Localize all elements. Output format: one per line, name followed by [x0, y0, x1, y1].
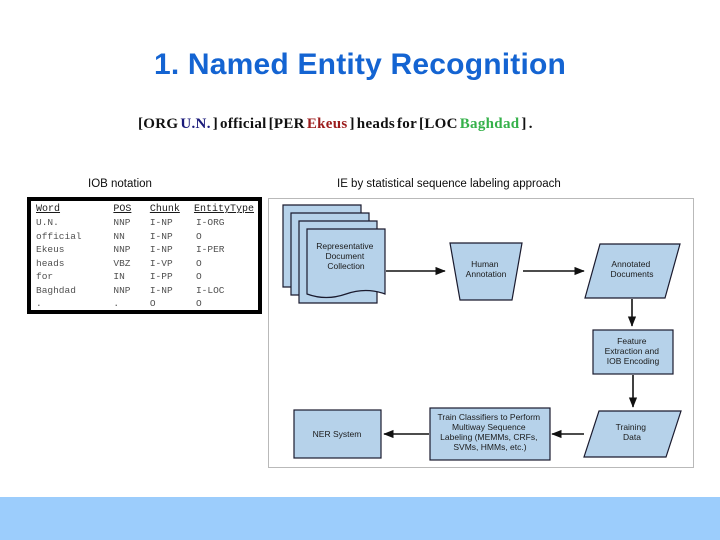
table-cell-chunk: O	[149, 298, 156, 309]
table-cell-entitytype: O	[195, 230, 202, 242]
node-label-line: Human	[471, 259, 499, 269]
table-cell-chunk: I-VP	[149, 257, 173, 269]
table-row: Ekeus NNP I-NP I-PER	[36, 243, 258, 257]
table-row: for IN I-PP O	[36, 270, 258, 284]
node-label-line: Collection	[327, 261, 365, 271]
sentence-token: [LOC	[419, 116, 458, 132]
table-cell-entitytype: I-PER	[195, 244, 225, 255]
table-row: official NN I-NP O	[36, 230, 258, 244]
node-train-classifiers: Train Classifiers to Perform Multiway Se…	[429, 407, 551, 461]
node-label-line: Representative	[316, 241, 373, 251]
ie-pipeline-panel: Representative Document Collection Human…	[268, 198, 694, 468]
node-label-line: Training	[616, 422, 647, 432]
iob-notation-panel: Word POS Chunk EntityType U.N. NNP I-NP I-O…	[27, 197, 262, 314]
sentence-token: .	[528, 116, 533, 132]
table-cell-pos: VBZ	[113, 257, 131, 269]
sentence-token: heads	[356, 116, 395, 132]
table-cell-chunk: I-PP	[149, 271, 173, 282]
node-label-line: SVMs, HMMs, etc.)	[453, 442, 526, 452]
sentence-token-org: U.N.	[180, 116, 211, 132]
column-header-chunk: Chunk	[149, 204, 180, 215]
node-representative-document-collection: Representative Document Collection	[282, 204, 386, 304]
node-training-data: Training Data	[583, 410, 682, 458]
sentence-token: [ORG	[138, 116, 179, 132]
node-human-annotation: Human Annotation	[449, 242, 523, 301]
table-row: U.N. NNP I-NP I-ORG	[36, 216, 258, 230]
node-label: Feature Extraction and IOB Encoding	[605, 336, 662, 366]
node-label: Annotated Documents	[611, 259, 654, 279]
sentence-token: for	[396, 116, 418, 132]
node-label: NER System	[313, 429, 362, 439]
footer-band	[0, 497, 720, 540]
page-title: 1. Named Entity Recognition	[153, 48, 567, 81]
table-row: Baghdad NNP I-NP I-LOC	[36, 284, 258, 298]
node-label-line: NER System	[313, 429, 362, 439]
table-cell-word: Ekeus	[36, 244, 65, 255]
table-cell-word: .	[36, 298, 42, 309]
node-label-line: Document	[325, 251, 364, 261]
table-cell-pos: NNP	[113, 284, 131, 296]
table-cell-entitytype: I-ORG	[195, 217, 225, 228]
node-label: Training Data	[616, 422, 649, 442]
table-header-row: Word POS Chunk EntityType	[36, 204, 258, 216]
table-cell-word: Baghdad	[36, 284, 76, 296]
table-row: heads VBZ I-VP O	[36, 257, 258, 271]
table-cell-chunk: I-NP	[149, 217, 173, 228]
node-label-line: Annotation	[466, 269, 507, 279]
table-cell-pos: NN	[113, 230, 125, 242]
node-label: Train Classifiers to Perform Multiway Se…	[437, 412, 542, 452]
sentence-token-loc: Baghdad	[459, 116, 520, 132]
table-cell-pos: IN	[113, 271, 125, 282]
sentence-token: ]	[212, 116, 219, 132]
table-row: .. O O	[36, 297, 258, 310]
table-cell-word: for	[36, 271, 54, 282]
caption-ie-approach: IE by statistical sequence labeling appr…	[337, 178, 561, 190]
column-header-pos: POS	[113, 204, 132, 215]
table-cell-word: U.N.	[36, 217, 59, 228]
sentence-token-per: Ekeus	[306, 116, 348, 132]
sentence-token: ]	[349, 116, 355, 132]
table-cell-pos: .	[113, 298, 120, 309]
node-label-line: Feature	[617, 336, 647, 346]
node-label-line: Data	[623, 432, 641, 442]
node-label: Representative Document Collection	[316, 241, 376, 271]
node-label-line: Multiway Sequence	[452, 422, 526, 432]
table-cell-word: heads	[36, 257, 65, 269]
sentence-token: [PER	[268, 116, 305, 132]
iob-table: Word POS Chunk EntityType U.N. NNP I-NP I-O…	[36, 204, 258, 310]
table-cell-entitytype: O	[195, 271, 202, 282]
sentence-token: ]	[521, 116, 527, 132]
node-label-line: Extraction and	[605, 346, 660, 356]
sentence-token: official	[220, 116, 267, 132]
node-feature-extraction: Feature Extraction and IOB Encoding	[592, 329, 674, 375]
table-cell-pos: NNP	[113, 217, 131, 228]
node-annotated-documents: Annotated Documents	[584, 243, 681, 299]
node-label-line: Documents	[611, 269, 654, 279]
caption-iob-notation: IOB notation	[88, 178, 152, 190]
node-label-line: IOB Encoding	[607, 356, 660, 366]
table-cell-chunk: I-NP	[149, 244, 173, 255]
table-cell-entitytype: I-LOC	[195, 284, 225, 296]
node-label-line: Labeling (MEMMs, CRFs,	[440, 432, 537, 442]
table-cell-pos: NNP	[113, 244, 131, 255]
table-cell-chunk: I-NP	[149, 284, 173, 296]
table-cell-word: official	[36, 230, 82, 242]
table-cell-entitytype: O	[195, 257, 202, 269]
node-ner-system: NER System	[293, 409, 382, 459]
column-header-entitytype: EntityType	[193, 204, 254, 215]
column-header-word: Word	[36, 204, 61, 215]
table-cell-chunk: I-NP	[149, 230, 173, 242]
ie-pipeline-diagram: Representative Document Collection Human…	[282, 204, 682, 461]
table-cell-entitytype: O	[195, 298, 202, 309]
node-label-line: Annotated	[611, 259, 650, 269]
node-label-line: Train Classifiers to Perform	[437, 412, 540, 422]
node-label: Human Annotation	[466, 259, 507, 279]
